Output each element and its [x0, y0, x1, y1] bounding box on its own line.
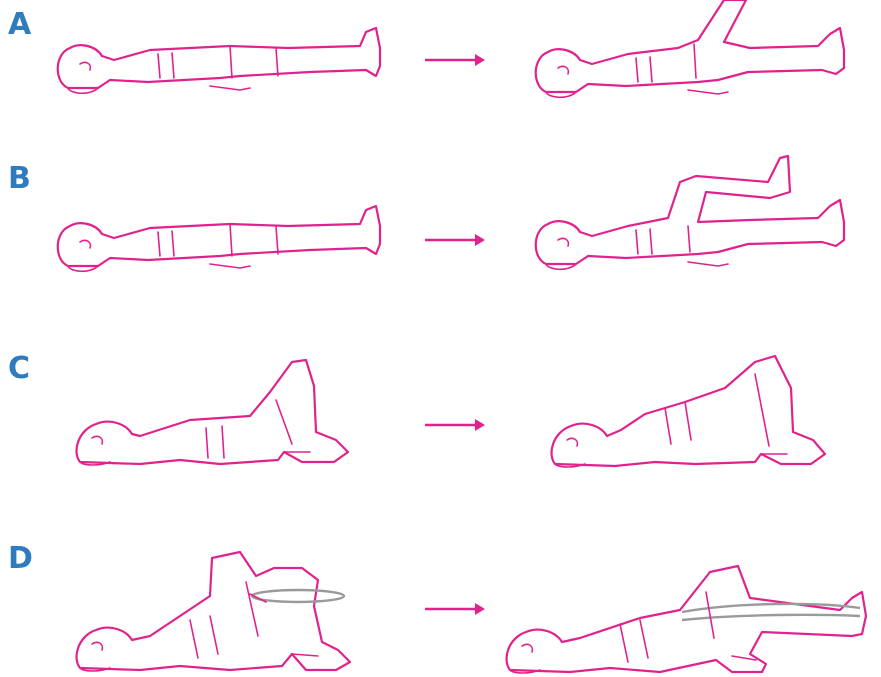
- figure-hook-lying: [70, 352, 360, 467]
- figure-knees-to-chest-with-band: [70, 550, 370, 674]
- panel-c: C: [0, 340, 881, 480]
- panel-label: A: [8, 10, 31, 40]
- panel-label: B: [8, 164, 31, 194]
- figure-leg-extension-with-band: [500, 552, 880, 676]
- figure-single-bent-knee-raise: [518, 152, 868, 277]
- panel-a: A: [0, 0, 881, 130]
- panel-label: D: [8, 544, 33, 574]
- panel-label: C: [8, 354, 30, 384]
- figure-lying-flat: [40, 208, 400, 288]
- arrow: [425, 418, 485, 432]
- arrow: [425, 602, 485, 616]
- figure-single-straight-leg-raise: [518, 0, 868, 115]
- figure-bridge: [545, 348, 845, 470]
- panel-d: D: [0, 530, 881, 677]
- arrow: [425, 233, 485, 247]
- arrow: [425, 53, 485, 67]
- figure-lying-flat: [40, 20, 400, 110]
- panel-b: B: [0, 150, 881, 280]
